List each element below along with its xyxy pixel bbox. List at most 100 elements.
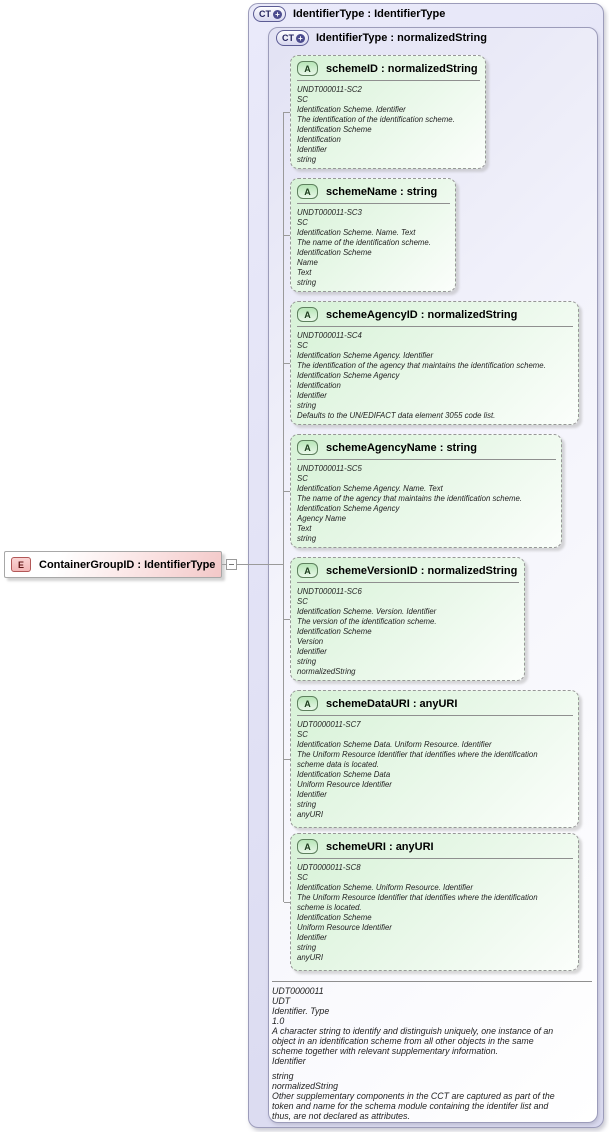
attribute-header[interactable]: A schemeURI : anyURI [291,834,578,856]
annotation-line: The identification of the agency that ma… [297,361,546,370]
annotation-line: Identification [297,135,341,144]
annotation-line: anyURI [297,810,323,819]
header-separator [297,858,573,859]
attribute-icon: A [297,563,318,578]
annotation-line: The name of the identification scheme. [297,238,431,247]
attribute-header[interactable]: A schemeDataURI : anyURI [291,691,578,713]
annotation-line: scheme data is located. [297,760,379,769]
attribute-header[interactable]: A schemeAgencyName : string [291,435,561,457]
annotation-line: SC [297,341,308,350]
annotation-line: UDT0000011-SC8 [297,863,361,872]
annotation-line: Version [297,637,324,646]
documentation-line: scheme together with relevant supplement… [272,1046,498,1056]
annotation-line: Identifier [297,391,327,400]
attribute-title: schemeAgencyName : string [326,441,477,454]
annotation-line: string [297,278,317,287]
documentation-line: UDT0000011 [272,986,324,996]
connector-stub [284,363,290,364]
attribute-header[interactable]: A schemeName : string [291,179,455,201]
attribute-icon: A [297,184,318,199]
annotation-line: UNDT000011-SC3 [297,208,362,217]
documentation-line: 1.0 [272,1016,285,1026]
annotation-line: Identification Scheme. Identifier [297,105,406,114]
annotation-line: string [297,657,317,666]
attribute-header[interactable]: A schemeAgencyID : normalizedString [291,302,578,324]
annotation-line: Identification Scheme [297,248,372,257]
complex-type-header-outer[interactable]: CT + IdentifierType : IdentifierType [253,6,445,22]
attribute-title: schemeName : string [326,185,438,198]
documentation-line: normalizedString [272,1081,339,1091]
annotation-line: The name of the agency that maintains th… [297,494,522,503]
documentation-line: Other supplementary components in the CC… [272,1091,555,1101]
attribute-box-schemeVersionID[interactable]: A schemeVersionID : normalizedString UND… [290,557,525,681]
attribute-header[interactable]: A schemeID : normalizedString [291,56,485,78]
complex-type-header-inner[interactable]: CT + IdentifierType : normalizedString [276,30,487,46]
annotation-line: string [297,943,317,952]
annotation-line: The Uniform Resource Identifier that ide… [297,750,538,759]
annotation-line: Identification Scheme. Name. Text [297,228,416,237]
annotation-line: string [297,401,317,410]
documentation-line: Identifier [272,1056,306,1066]
documentation-line: A character string to identify and disti… [272,1026,554,1036]
header-separator [297,203,450,204]
connector-stub [284,619,290,620]
header-separator [297,326,573,327]
header-separator [297,715,573,716]
attribute-header[interactable]: A schemeVersionID : normalizedString [291,558,524,580]
attribute-box-schemeID[interactable]: A schemeID : normalizedString UNDT000011… [290,55,486,169]
annotation-line: Identification Scheme Agency [297,504,400,513]
annotation-line: SC [297,218,308,227]
annotation-line: Identification Scheme. Version. Identifi… [297,607,437,616]
annotation-line: The Uniform Resource Identifier that ide… [297,893,538,902]
annotation-line: UNDT000011-SC4 [297,331,362,340]
collapse-handle[interactable] [226,559,237,570]
attribute-title: schemeVersionID : normalizedString [326,564,518,577]
annotation-line: Identifier [297,647,327,656]
attribute-icon: A [297,307,318,322]
documentation-line: token and name for the schema module con… [272,1101,549,1111]
documentation-line: Identifier. Type [272,1006,330,1016]
annotation-line: string [297,155,317,164]
connector-trunk-line [283,112,284,902]
complex-type-icon: CT + [276,30,309,46]
element-icon: E [11,557,31,572]
annotation-line: Text [297,268,312,277]
annotation-line: anyURI [297,953,323,962]
connector-line [222,564,226,565]
documentation-line: string [272,1071,294,1081]
annotation-line: string [297,800,317,809]
complex-type-icon-label: CT [282,33,294,43]
annotation-line: SC [297,474,308,483]
header-separator [297,582,519,583]
element-box-ContainerGroupID[interactable]: E ContainerGroupID : IdentifierType [4,551,222,578]
complex-type-icon: CT + [253,6,286,22]
annotation-line: Identification Scheme Data [297,770,391,779]
attribute-title: schemeDataURI : anyURI [326,697,458,710]
attribute-box-schemeAgencyID[interactable]: A schemeAgencyID : normalizedString UNDT… [290,301,579,425]
connector-stub [284,491,290,492]
attribute-box-schemeAgencyName[interactable]: A schemeAgencyName : string UNDT000011-S… [290,434,562,548]
connector-stub [284,902,290,903]
connector-stub [284,759,290,760]
attribute-title: schemeAgencyID : normalizedString [326,308,518,321]
complex-type-title-inner: IdentifierType : normalizedString [316,32,487,44]
plus-circle-icon: + [296,33,305,43]
documentation-line: object in an identification scheme from … [272,1036,534,1046]
attribute-icon: A [297,61,318,76]
annotation-line: normalizedString [297,667,356,676]
documentation-separator [272,981,592,982]
annotation-line: UNDT000011-SC5 [297,464,362,473]
annotation-line: Identification Scheme [297,627,372,636]
annotation-line: Identification Scheme Agency. Name. Text [297,484,443,493]
